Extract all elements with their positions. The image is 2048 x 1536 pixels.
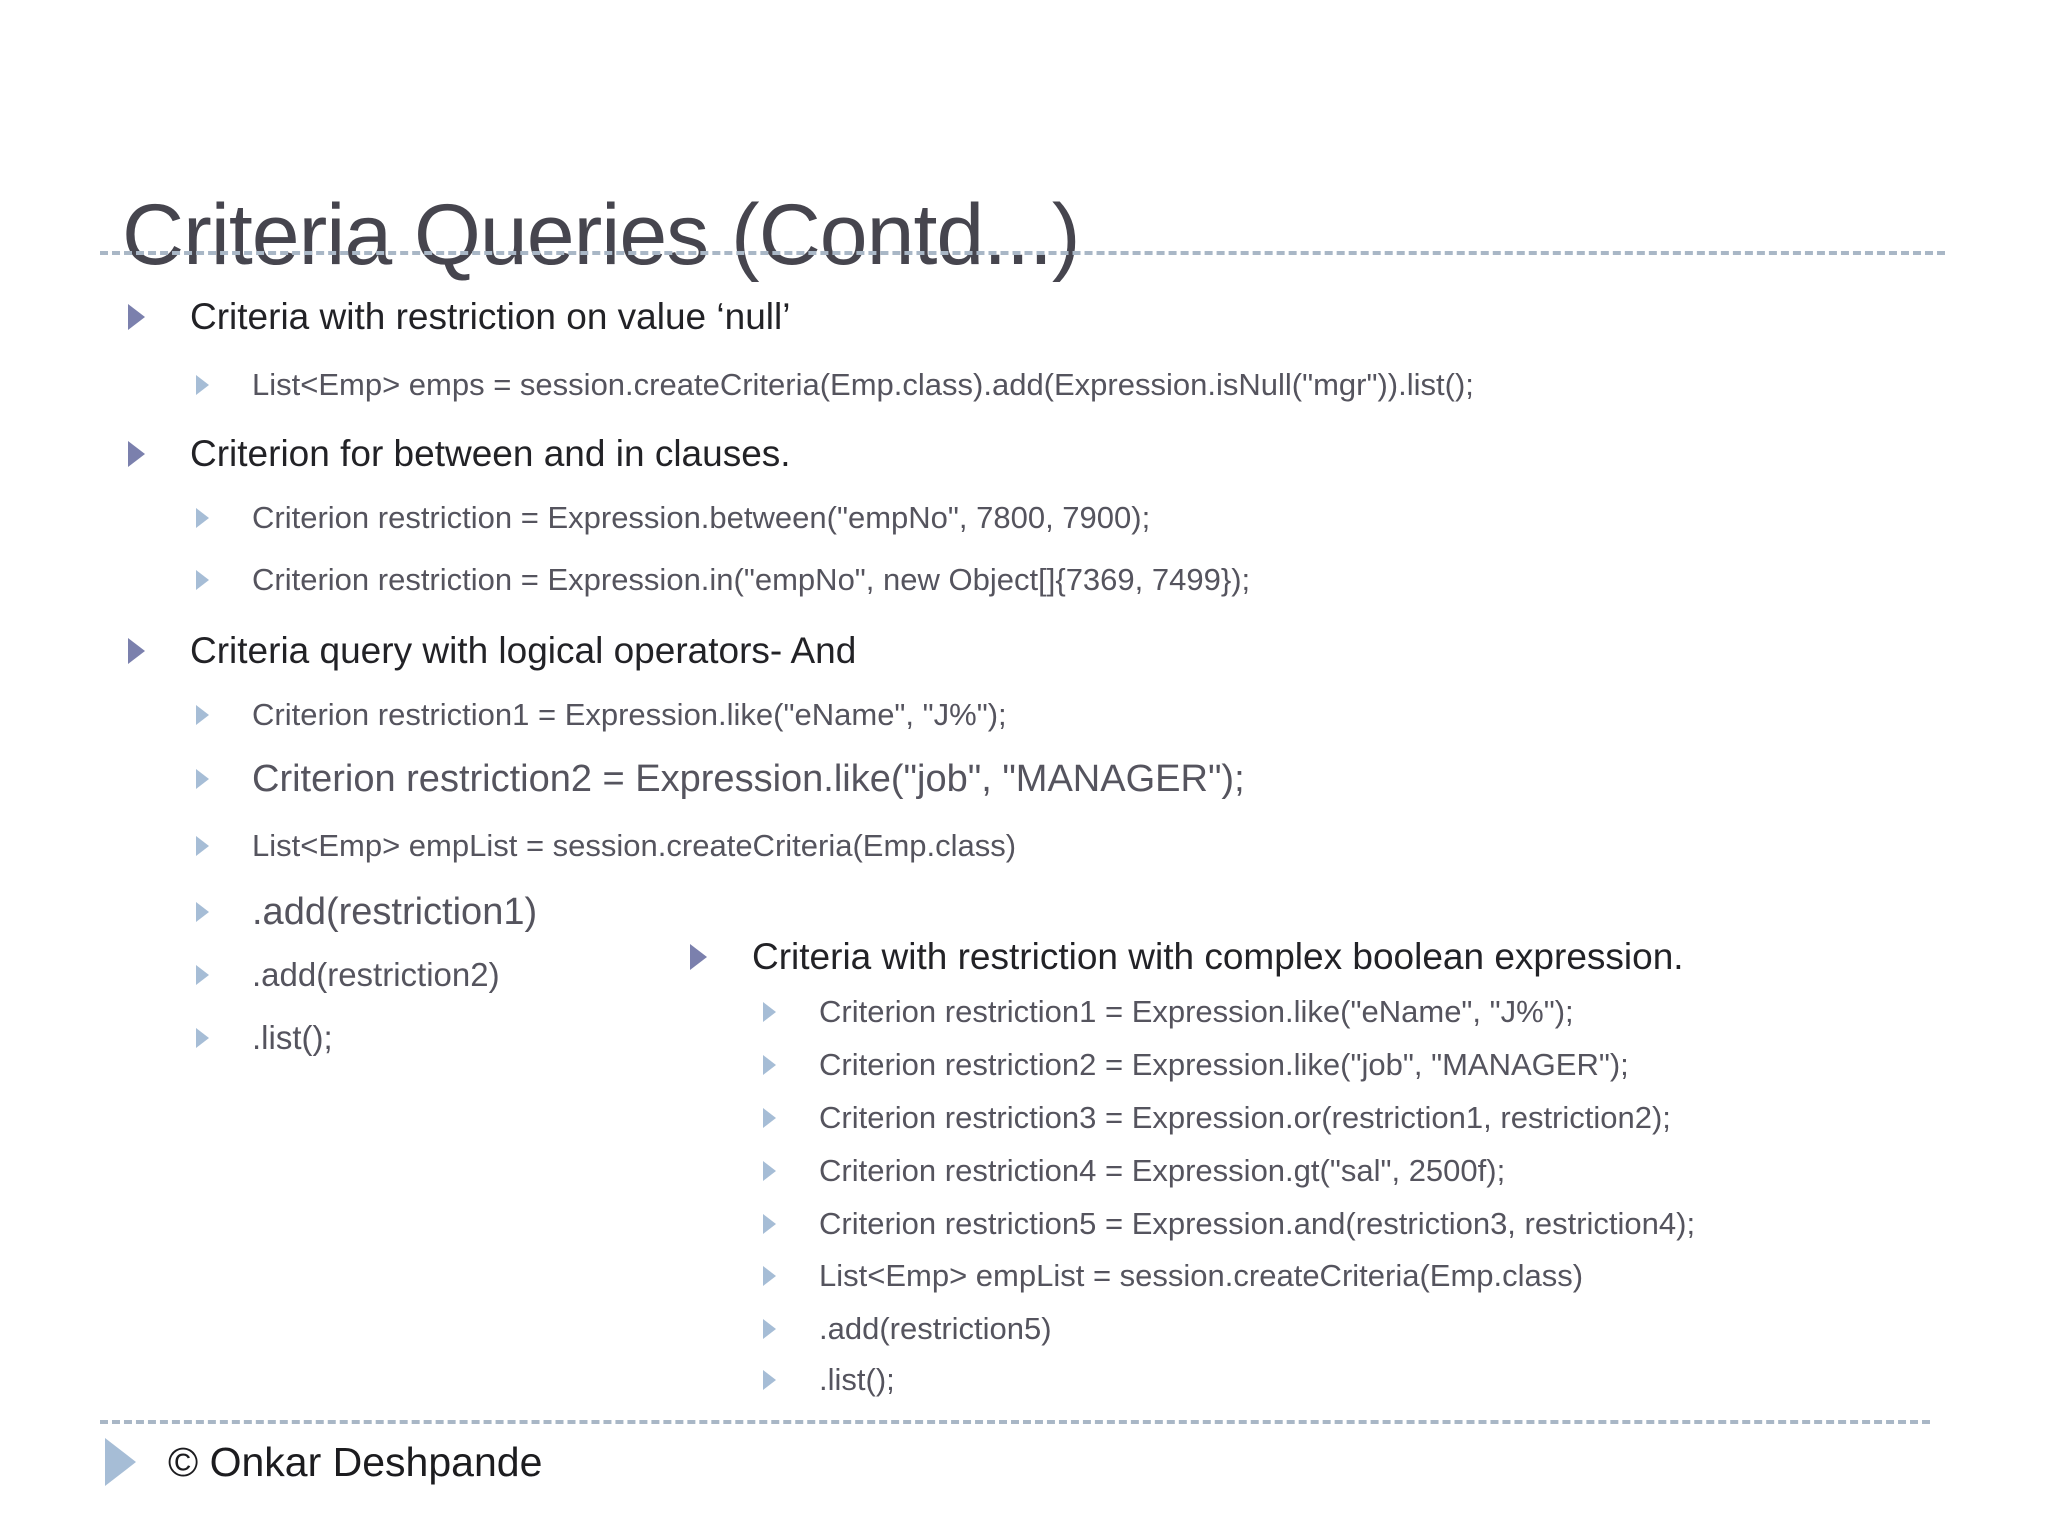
- bullet-item: Criteria query with logical operators- A…: [128, 630, 856, 671]
- triangle-right-icon: [763, 1108, 776, 1129]
- bullet-item: .add(restriction2): [196, 956, 500, 994]
- bullet-item: Criteria with restriction with complex b…: [690, 936, 1684, 977]
- bullet-item: Criterion restriction = Expression.in("e…: [196, 562, 1251, 598]
- bullet-text: Criterion restriction1 = Expression.like…: [819, 994, 1574, 1029]
- bullet-item: .add(restriction1): [196, 891, 537, 934]
- triangle-right-icon: [105, 1438, 136, 1486]
- triangle-right-icon: [763, 1055, 776, 1076]
- triangle-right-icon: [196, 769, 209, 790]
- bullet-text: .add(restriction5): [819, 1311, 1052, 1346]
- bullet-text: .list();: [252, 1019, 333, 1056]
- bullet-item: Criterion restriction = Expression.betwe…: [196, 500, 1151, 536]
- bullet-text: Criteria query with logical operators- A…: [190, 630, 857, 671]
- copyright-text: © Onkar Deshpande: [168, 1438, 543, 1485]
- bullet-item: Criterion restriction1 = Expression.like…: [763, 994, 1574, 1030]
- triangle-right-icon: [763, 1002, 776, 1023]
- triangle-right-icon: [196, 836, 209, 857]
- triangle-right-icon: [196, 705, 209, 726]
- bullet-text: .add(restriction2): [252, 956, 500, 993]
- bullet-text: Criterion restriction2 = Expression.like…: [252, 758, 1245, 800]
- bullet-item: List<Emp> emps = session.createCriteria(…: [196, 367, 1474, 403]
- triangle-right-icon: [128, 637, 145, 664]
- bullet-text: Criterion restriction = Expression.in("e…: [252, 562, 1251, 597]
- bullet-text: Criteria with restriction with complex b…: [752, 936, 1684, 977]
- bullet-item: Criterion restriction3 = Expression.or(r…: [763, 1100, 1671, 1136]
- triangle-right-icon: [196, 902, 209, 923]
- triangle-right-icon: [763, 1370, 776, 1391]
- bullet-text: Criterion restriction5 = Expression.and(…: [819, 1206, 1696, 1241]
- bullet-item: .add(restriction5): [763, 1311, 1052, 1347]
- triangle-right-icon: [690, 943, 707, 970]
- triangle-right-icon: [763, 1161, 776, 1182]
- bullet-text: Criterion restriction2 = Expression.like…: [819, 1047, 1629, 1082]
- triangle-right-icon: [128, 303, 145, 330]
- bullet-text: Criterion restriction4 = Expression.gt("…: [819, 1153, 1506, 1188]
- bullet-item: Criteria with restriction on value ‘null…: [128, 296, 790, 337]
- bullet-item: Criterion restriction5 = Expression.and(…: [763, 1206, 1696, 1242]
- bullet-item: Criterion restriction2 = Expression.like…: [196, 758, 1245, 801]
- triangle-right-icon: [763, 1214, 776, 1235]
- slide-title: Criteria Queries (Contd...): [122, 186, 1081, 283]
- bullet-item: Criterion restriction1 = Expression.like…: [196, 697, 1007, 733]
- triangle-right-icon: [128, 440, 145, 467]
- bullet-item: List<Emp> empList = session.createCriter…: [196, 828, 1017, 864]
- bullet-text: Criterion restriction = Expression.betwe…: [252, 500, 1151, 535]
- triangle-right-icon: [196, 508, 209, 529]
- triangle-right-icon: [196, 375, 209, 396]
- bullet-text: .add(restriction1): [252, 891, 538, 933]
- bullet-item: Criterion restriction4 = Expression.gt("…: [763, 1153, 1506, 1189]
- triangle-right-icon: [196, 965, 209, 986]
- triangle-right-icon: [196, 1028, 209, 1049]
- triangle-right-icon: [763, 1319, 776, 1340]
- bullet-text: Criterion for between and in clauses.: [190, 433, 791, 474]
- bullet-text: List<Emp> emps = session.createCriteria(…: [252, 367, 1474, 402]
- footer-divider: [100, 1420, 1930, 1424]
- bullet-item: Criterion restriction2 = Expression.like…: [763, 1047, 1629, 1083]
- bullet-text: Criterion restriction3 = Expression.or(r…: [819, 1100, 1671, 1135]
- bullet-text: List<Emp> empList = session.createCriter…: [819, 1258, 1584, 1293]
- footer: © Onkar Deshpande: [105, 1438, 542, 1486]
- triangle-right-icon: [196, 570, 209, 591]
- bullet-item: List<Emp> empList = session.createCriter…: [763, 1258, 1584, 1294]
- bullet-item: .list();: [763, 1362, 895, 1398]
- triangle-right-icon: [763, 1266, 776, 1287]
- title-divider: [100, 251, 1945, 255]
- bullet-text: .list();: [819, 1362, 895, 1397]
- bullet-text: Criteria with restriction on value ‘null…: [190, 296, 791, 337]
- bullet-item: Criterion for between and in clauses.: [128, 433, 791, 474]
- bullet-text: Criterion restriction1 = Expression.like…: [252, 697, 1007, 732]
- bullet-text: List<Emp> empList = session.createCriter…: [252, 828, 1017, 863]
- bullet-item: .list();: [196, 1019, 333, 1057]
